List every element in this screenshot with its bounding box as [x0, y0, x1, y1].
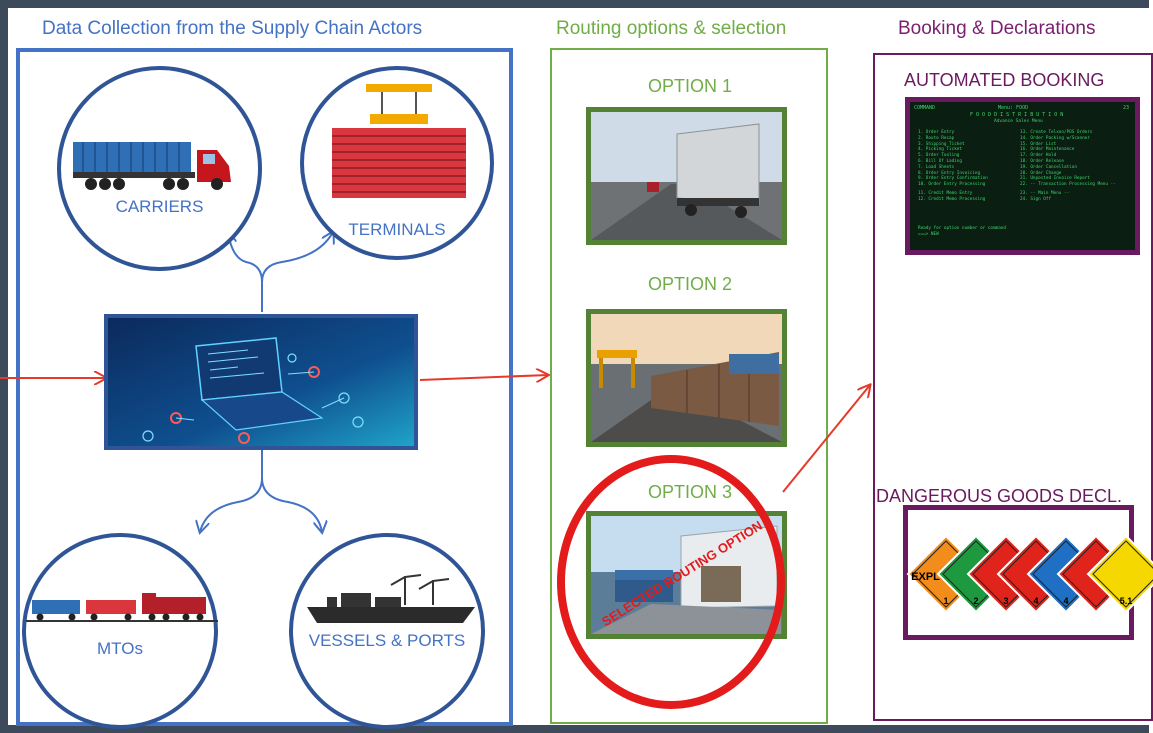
option-1-image[interactable] [586, 107, 787, 245]
vessels-label: VESSELS & PORTS [308, 631, 466, 650]
ship-icon [307, 574, 475, 623]
branch-vessels [261, 477, 322, 532]
routing-panel [550, 48, 828, 724]
terminal-menu-item: 24. Sign Off [1020, 196, 1052, 202]
terminal-menu-item: 16. Order Maintenance [1020, 147, 1075, 153]
laptop-icon [108, 318, 414, 446]
hazard-diamonds: EXPLOSIVES123445.1 [906, 534, 1153, 614]
automated-booking-label: AUTOMATED BOOKING [904, 70, 1105, 90]
terminal-menu-item: 19. Order Cancellation [1020, 164, 1077, 170]
terminal-menu-item: 6. Bill Of Lading [918, 158, 962, 164]
hazard-class-number: 4 [1063, 596, 1068, 606]
terminal-menu-item: 9. Order Entry Confirmation [918, 176, 988, 182]
branch-carriers [228, 232, 263, 312]
booking-title: Booking & Declarations [898, 18, 1096, 39]
to-booking-arrow [782, 385, 870, 493]
terminal-header-center: Menu: FOOD [998, 105, 1029, 111]
terminal-menu-item: 23. -- Main Menu -- [1020, 190, 1070, 196]
booking-terminal-screen[interactable]: COMMAND Menu: FOOD 23 F O O D D I S T R … [905, 97, 1140, 255]
terminal-command-input[interactable]: ===> NEW [918, 232, 939, 237]
container-crane-icon [332, 84, 466, 198]
dangerous-goods-label: DANGEROUS GOODS DECL. [876, 486, 1123, 506]
terminal-title: F O O D D I S T R I B U T I O N [970, 112, 1064, 118]
to-routing-arrow [419, 375, 548, 380]
terminal-menu-item: 3. Shipping Ticket [918, 141, 965, 147]
terminal-header-left: COMMAND [914, 105, 936, 111]
carriers-label: CARRIERS [115, 197, 204, 216]
terminal-menu-item: 2. Route Recap [918, 135, 955, 141]
rail-containers-image [591, 314, 782, 442]
terminal-menu-item: 1. Order Entry [918, 130, 955, 135]
terminal-subtitle: Advance Sales Menu [994, 119, 1043, 124]
option-2-label: OPTION 2 [647, 274, 732, 294]
terminal-menu-item: 20. Order Change [1020, 170, 1062, 176]
routing-title: Routing options & selection [556, 18, 787, 39]
terminal-menu-item: 15. Order List [1020, 141, 1057, 147]
terminal-menu-item: 22. -- Transaction Processing Menu -- [1020, 182, 1116, 188]
terminal-menu-item: 12. Credit Memo Processing [918, 196, 986, 202]
hazard-class-number: 1 [943, 596, 948, 606]
train-icon [26, 593, 218, 622]
hazard-class-number: 3 [1003, 596, 1008, 606]
terminal-menu-item: 13. Create Telxon/POS Orders [1020, 130, 1093, 135]
mtos-label: MTOs [97, 639, 143, 658]
terminal-menu-item: 14. Order Packing w/Scanner [1020, 135, 1090, 141]
highway-truck-image [591, 112, 782, 240]
selected-option-highlight [557, 455, 785, 709]
carriers-circle: CARRIERS [57, 66, 262, 271]
terminal-menu-item: 7. Load Sheets [918, 164, 955, 170]
terminal-menu-item: 17. Order Hold [1020, 153, 1057, 159]
vessels-circle: VESSELS & PORTS [289, 533, 485, 729]
option-1-label: OPTION 1 [647, 76, 732, 96]
terminals-label: TERMINALS [348, 220, 446, 239]
collection-panel [16, 48, 513, 726]
hazard-class-number: 2 [973, 596, 978, 606]
hazard-class-number: 5.1 [1120, 596, 1133, 606]
mtos-circle: MTOs [22, 533, 218, 729]
terminal-menu-item: 11. Credit Memo Entry [918, 190, 973, 196]
branch-terminals [261, 232, 333, 283]
terminal-menu-item: 8. Order Entry Invoicing [918, 170, 981, 176]
terminal-header-right: 23 [1122, 105, 1129, 111]
terminal-menu-item: 5. Order Tooling [918, 153, 960, 159]
collection-title: Data Collection from the Supply Chain Ac… [42, 18, 423, 39]
hazmat-labels-panel: EXPLOSIVES123445.1 [903, 505, 1153, 640]
hazard-class-number: 4 [1033, 596, 1038, 606]
terminals-circle: TERMINALS [300, 66, 494, 260]
branch-mtos [200, 450, 263, 532]
terminal-menu-item: 4. Picking Ticket [918, 147, 962, 153]
terminal-prompt: Ready for option number or command [918, 226, 1006, 231]
data-hub-image [104, 314, 418, 450]
booking-panel [873, 53, 1153, 721]
terminal-menu-item: 18. Order Release [1020, 158, 1064, 164]
hazard-diamond: 5.1 [1086, 534, 1153, 614]
truck-icon [73, 142, 231, 190]
terminal-menu-item: 10. Order Entry Processing [918, 182, 986, 188]
terminal-menu-item: 21. Unposted Invoice Report [1020, 176, 1090, 182]
option-2-image[interactable] [586, 309, 787, 447]
